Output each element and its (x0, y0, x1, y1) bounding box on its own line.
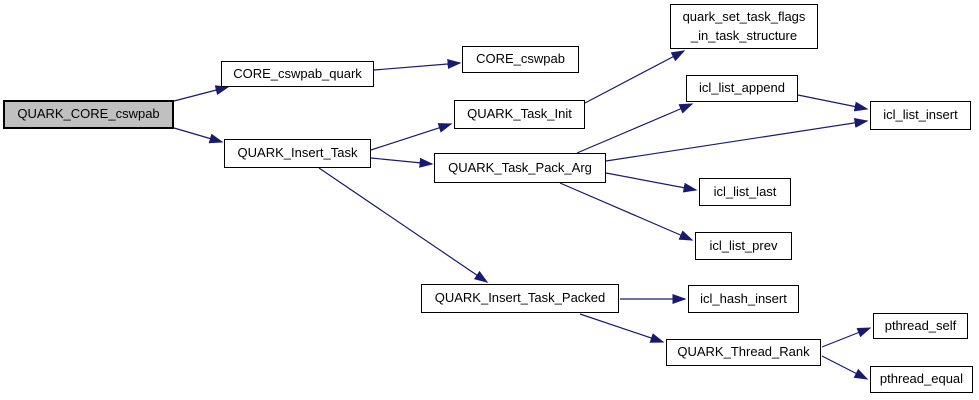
edge-CORE_cswpab_quark-to-CORE_cswpab (373, 59, 462, 71)
node-label: icl_list_prev (709, 237, 778, 253)
node-label: QUARK_CORE_cswpab (17, 106, 160, 122)
node-QUARK_Task_Pack_Arg[interactable]: QUARK_Task_Pack_Arg (434, 153, 606, 183)
edge-QUARK_Task_Pack_Arg-to-icl_list_last (605, 172, 698, 193)
node-QUARK_Thread_Rank[interactable]: QUARK_Thread_Rank (666, 339, 821, 366)
edge-QUARK_Insert_Task-to-QUARK_Insert_Task_Packed (318, 167, 489, 283)
node-icl_list_prev[interactable]: icl_list_prev (695, 232, 792, 260)
edge-QUARK_Insert_Task-to-QUARK_Task_Init (370, 123, 453, 151)
edge-icl_list_append-to-icl_list_insert (797, 94, 869, 112)
node-label: QUARK_Thread_Rank (677, 344, 810, 360)
node-QUARK_CORE_cswpab: QUARK_CORE_cswpab (3, 100, 174, 129)
node-label: _in_task_structure (690, 27, 798, 43)
node-quark_set_task_flags_in_task_structure[interactable]: quark_set_task_flags _in_task_structure (670, 4, 818, 49)
node-QUARK_Task_Init[interactable]: QUARK_Task_Init (454, 100, 585, 129)
node-CORE_cswpab_quark[interactable]: CORE_cswpab_quark (221, 61, 374, 87)
node-icl_list_insert[interactable]: icl_list_insert (870, 101, 971, 130)
node-label: icl_list_last (713, 183, 777, 199)
edge-QUARK_Thread_Rank-to-pthread_self (821, 327, 872, 348)
edge-QUARK_CORE_cswpab-to-QUARK_Insert_Task (173, 127, 224, 144)
edge-QUARK_Insert_Task-to-QUARK_Task_Pack_Arg (370, 157, 434, 168)
edge-QUARK_Insert_Task_Packed-to-QUARK_Thread_Rank (579, 313, 665, 343)
node-label: QUARK_Insert_Task (237, 145, 358, 161)
node-label: pthread_self (884, 317, 957, 333)
node-label: CORE_cswpab_quark (233, 65, 362, 81)
node-label: QUARK_Task_Init (467, 106, 572, 122)
node-label: pthread_equal (879, 371, 964, 387)
edge-QUARK_Task_Pack_Arg-to-icl_list_append (576, 103, 694, 154)
node-label: icl_list_insert (883, 107, 958, 123)
node-label: QUARK_Insert_Task_Packed (434, 290, 606, 306)
node-label: CORE_cswpab (476, 51, 565, 67)
node-label: icl_list_append (698, 80, 785, 96)
edges-group (173, 50, 872, 380)
node-icl_list_last[interactable]: icl_list_last (699, 178, 791, 206)
node-label: QUARK_Task_Pack_Arg (448, 159, 592, 175)
edge-QUARK_Task_Init-to-quark_set_task_flags_in_task_structure (584, 50, 686, 104)
edge-QUARK_Task_Pack_Arg-to-icl_list_insert (605, 117, 869, 162)
node-QUARK_Insert_Task[interactable]: QUARK_Insert_Task (224, 139, 371, 168)
node-icl_list_append[interactable]: icl_list_append (686, 75, 798, 102)
node-pthread_equal[interactable]: pthread_equal (870, 366, 973, 393)
node-CORE_cswpab[interactable]: CORE_cswpab (462, 46, 579, 73)
node-label: icl_hash_insert (700, 290, 787, 306)
edge-QUARK_Thread_Rank-to-pthread_equal (821, 355, 869, 380)
edge-QUARK_Task_Pack_Arg-to-icl_list_prev (559, 182, 694, 241)
node-label: quark_set_task_flags (682, 9, 806, 25)
node-icl_hash_insert[interactable]: icl_hash_insert (688, 285, 799, 313)
node-QUARK_Insert_Task_Packed[interactable]: QUARK_Insert_Task_Packed (421, 284, 619, 313)
edge-QUARK_CORE_cswpab-to-CORE_cswpab_quark (173, 85, 230, 102)
node-pthread_self[interactable]: pthread_self (873, 313, 968, 339)
